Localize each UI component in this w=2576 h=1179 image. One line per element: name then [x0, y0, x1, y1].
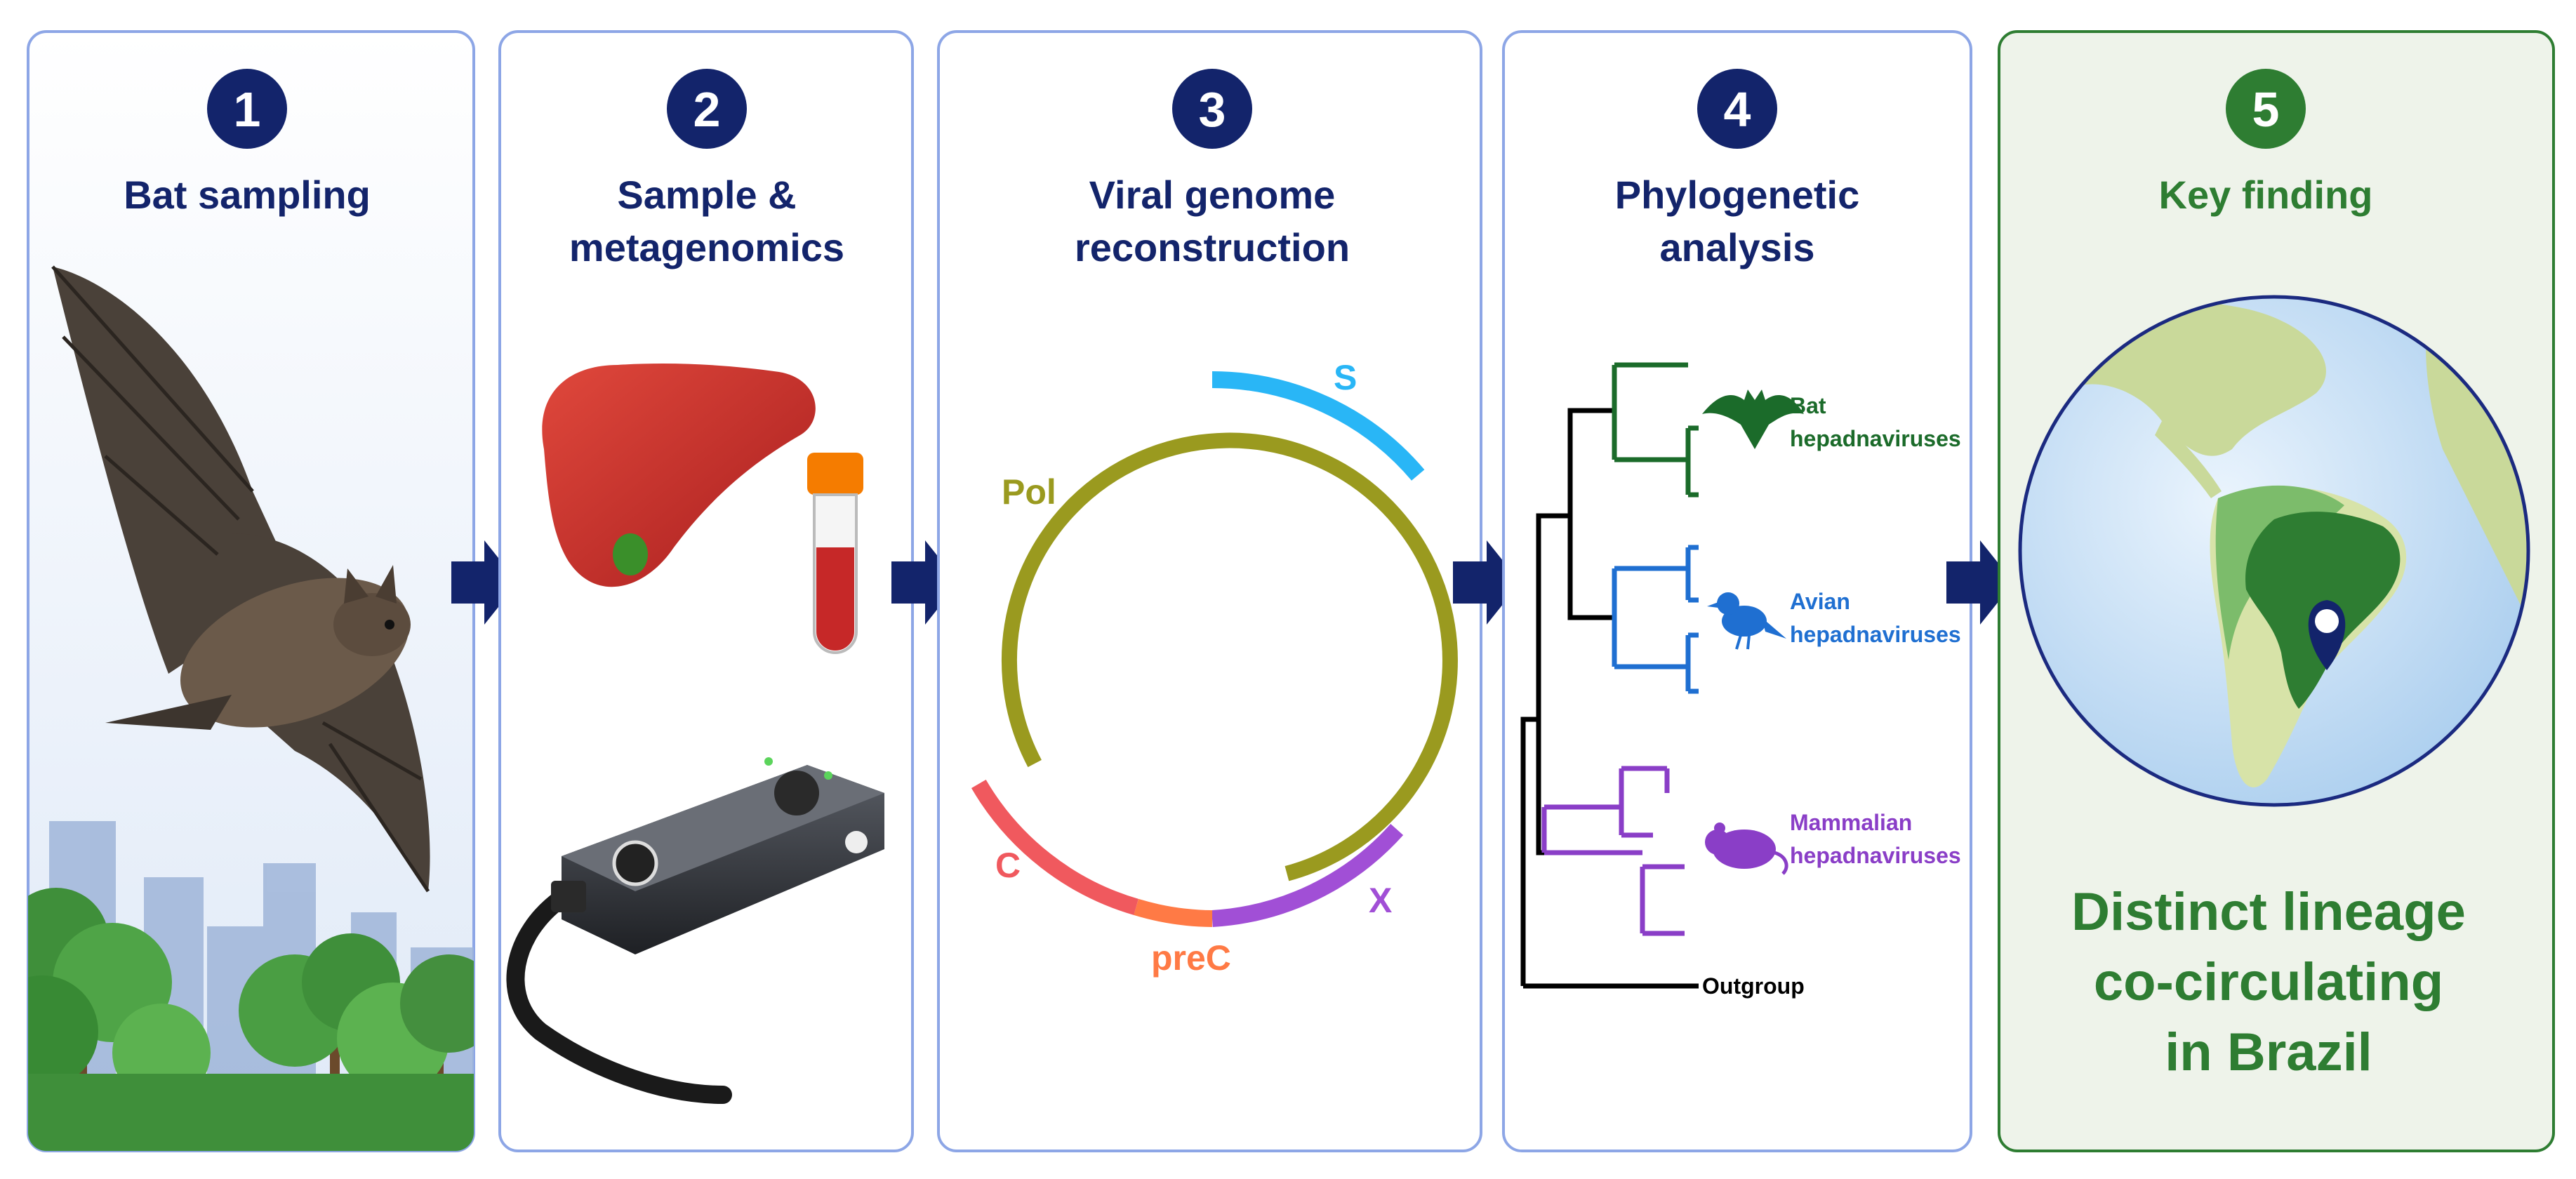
step-title-line-1: Phylogenetic — [1615, 173, 1860, 217]
genome-map — [971, 371, 1458, 927]
bat-clade-label-line-2: hepadnaviruses — [1790, 426, 1961, 451]
x-gene-arc — [1211, 823, 1404, 927]
panel-genome-reconstruction: 3 Viral genome reconstruction Pol S X C … — [937, 30, 1482, 1152]
bat-silhouette-icon — [1702, 389, 1804, 449]
panel-key-finding: 5 Key finding — [1998, 30, 2555, 1152]
pol-gene-arc — [1001, 432, 1458, 881]
c-gene-arc — [971, 779, 1138, 915]
finding-line-1: Distinct lineage — [2071, 882, 2466, 942]
arrow-right-icon — [451, 540, 518, 625]
step-title-line-2: reconstruction — [1075, 225, 1350, 269]
location-pin-icon — [2308, 600, 2346, 670]
panel-sample-metagenomics: 2 Sample & metagenomics — [498, 30, 914, 1152]
step-number: 5 — [2252, 82, 2280, 137]
step-number-badge-3: 3 — [1172, 69, 1252, 149]
bat-illustration — [51, 265, 430, 893]
step-title-line-2: metagenomics — [569, 225, 844, 269]
finding-line-3: in Brazil — [2165, 1023, 2372, 1082]
prec-gene-arc — [1134, 898, 1213, 927]
c-label: C — [995, 846, 1021, 885]
avian-clade-label-line-2: hepadnaviruses — [1790, 622, 1961, 647]
mammal-clade-label-line-2: hepadnaviruses — [1790, 843, 1961, 868]
step-number: 3 — [1199, 82, 1226, 137]
liver-icon — [542, 364, 816, 587]
step-number-badge-5: 5 — [2226, 69, 2306, 149]
arrow-right-icon — [1946, 540, 2014, 625]
bat-clade-label-line-1: Bat — [1790, 393, 1826, 418]
finding-line-2: co-circulating — [2094, 952, 2443, 1012]
panel-bat-sampling: 1 Bat sampling — [27, 30, 475, 1152]
x-label: X — [1369, 881, 1392, 920]
step-title-line-1: Sample & — [617, 173, 796, 217]
step-title: Bat sampling — [124, 173, 371, 217]
phylogenetic-tree — [1520, 362, 1699, 989]
step-number-badge-4: 4 — [1697, 69, 1777, 149]
panel-phylogenetic-analysis: 4 Phylogenetic analysis Bat hepadnavirus… — [1502, 30, 1972, 1152]
step-number: 1 — [234, 82, 261, 137]
outgroup-label: Outgroup — [1702, 973, 1805, 999]
globe-icon — [2018, 295, 2530, 807]
step-number-badge-1: 1 — [207, 69, 287, 149]
s-gene-arc — [1211, 371, 1425, 481]
step-title: Key finding — [2159, 173, 2373, 217]
mammal-clade-label-line-1: Mammalian — [1790, 810, 1912, 835]
bird-silhouette-icon — [1707, 592, 1786, 650]
prec-label: preC — [1151, 938, 1231, 978]
step-title-line-1: Viral genome — [1089, 173, 1336, 217]
step-number: 2 — [693, 82, 721, 137]
rodent-silhouette-icon — [1705, 822, 1788, 875]
blood-tube-icon — [807, 453, 863, 654]
step-title-line-2: analysis — [1659, 225, 1814, 269]
pol-label: Pol — [1002, 472, 1056, 512]
trees — [28, 888, 474, 1151]
s-label: S — [1334, 358, 1357, 397]
step-number: 4 — [1724, 82, 1751, 137]
avian-clade-label-line-1: Avian — [1790, 589, 1850, 614]
step-number-badge-2: 2 — [667, 69, 747, 149]
nanopore-sequencer-icon — [506, 757, 884, 1104]
